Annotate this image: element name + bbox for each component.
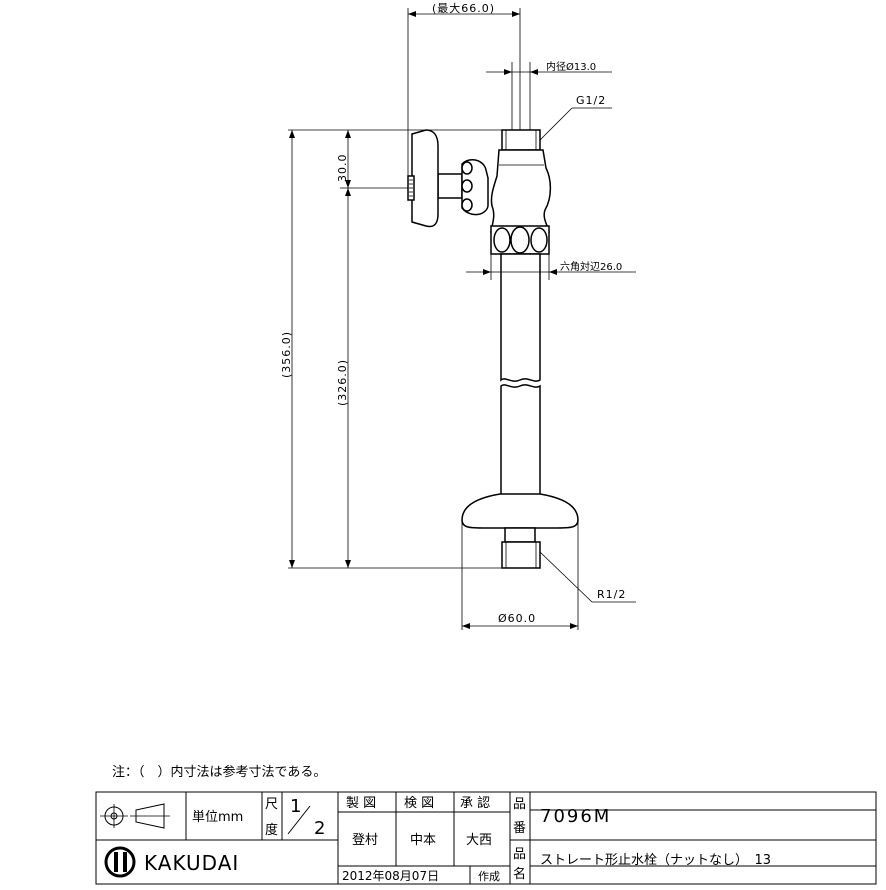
approved-by-label: 承 認 xyxy=(460,795,490,811)
dim-356: (356.0) xyxy=(280,331,293,378)
bottom-thread xyxy=(501,541,541,569)
part-name: ストレート形止水栓（ナットなし） 13 xyxy=(540,853,771,868)
valve-part-outline xyxy=(407,129,579,569)
pipe-upper xyxy=(500,253,541,382)
dim-30: 30.0 xyxy=(336,154,349,183)
valve-body xyxy=(490,149,552,233)
scale-label-2: 度 xyxy=(265,822,278,838)
title-block xyxy=(95,791,877,885)
dimension-lines xyxy=(288,8,636,630)
brand-name: KAKUDAI xyxy=(144,851,239,875)
dim-max-width: (最大66.0) xyxy=(432,1,495,15)
part-name-label-1: 品 xyxy=(513,847,526,862)
made-by-label: 製 図 xyxy=(346,796,376,811)
part-name-label-2: 名 xyxy=(513,866,526,882)
scale-denominator: 2 xyxy=(314,818,325,839)
scale-numerator: 1 xyxy=(290,796,301,817)
dim-thread-bottom: R1/2 xyxy=(597,588,626,601)
created-label: 作成 xyxy=(478,870,500,883)
reference-note: 注：（ ）内寸法は参考寸法である。 xyxy=(112,764,326,780)
part-number-label-1: 品 xyxy=(513,797,526,812)
flange xyxy=(461,493,579,529)
drawing-date: 2012年08月07日 xyxy=(342,869,439,883)
scale-label-1: 尺 xyxy=(265,797,278,812)
top-thread xyxy=(501,129,541,151)
unit-label: 単位mm xyxy=(192,809,243,825)
pipe-lower xyxy=(500,384,541,501)
handle-stem xyxy=(437,173,463,199)
kakudai-logo: KAKUDAI xyxy=(104,846,239,878)
made-by: 登村 xyxy=(352,833,378,848)
approved-by: 大西 xyxy=(466,833,492,848)
projection-symbol-icon xyxy=(100,803,170,829)
part-number-label-2: 番 xyxy=(513,821,526,836)
dim-326: (326.0) xyxy=(336,359,349,406)
dim-flange-diameter: Ø60.0 xyxy=(498,612,536,625)
checked-by-label: 検 図 xyxy=(404,796,434,811)
dim-inner-diameter: 内径Ø13.0 xyxy=(546,60,596,73)
part-number: 7096M xyxy=(540,806,611,827)
checked-by: 中本 xyxy=(410,833,436,848)
dim-hex: 六角対辺26.0 xyxy=(560,260,622,273)
handle-knob xyxy=(411,129,439,228)
dim-thread-top: G1/2 xyxy=(576,94,606,107)
